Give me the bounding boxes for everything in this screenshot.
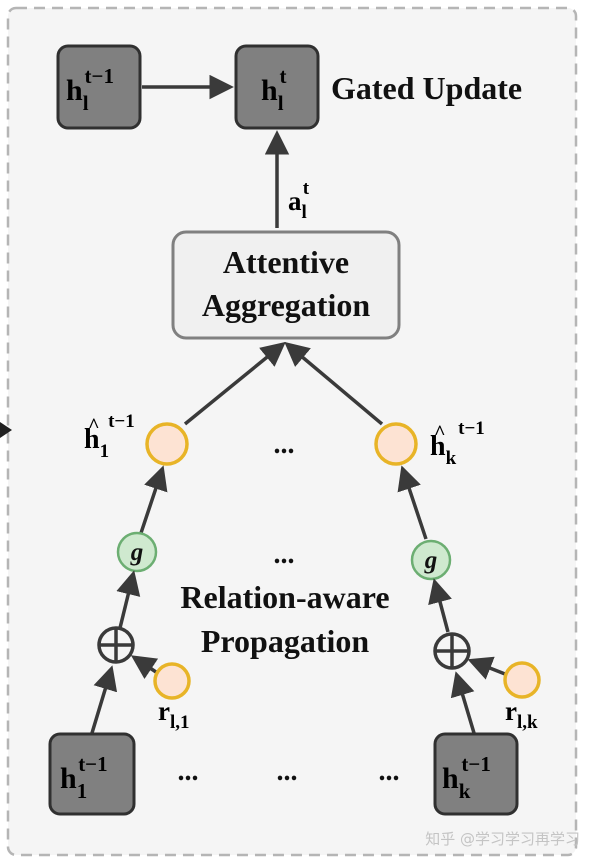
svg-text:h1t−1: h1 t−1 (60, 752, 108, 803)
state-h-symbol: h (261, 74, 278, 107)
relation-label-line2: Propagation (201, 623, 370, 659)
svg-text:rl,k: rl,k (505, 696, 538, 733)
attentive-aggregation-box (171, 230, 401, 340)
arrow-plus1-to-gate1 (116, 570, 141, 629)
state-hk-sub: k (459, 779, 471, 803)
attention-output-sub: l (302, 202, 307, 223)
gate-1-symbol: g (130, 539, 144, 566)
attentive-label-line1: Attentive (223, 244, 349, 280)
hat-hk-accent: ^ (434, 422, 446, 444)
hat-h1-sup: t−1 (108, 411, 135, 432)
state-hk-sup: t−1 (461, 752, 490, 776)
hat-h1-accent: ^ (88, 415, 100, 437)
attention-output-sup: t (303, 178, 310, 199)
relation-node-r1 (153, 662, 191, 700)
incoming-arrow (0, 422, 12, 438)
relation-r1-sub: l,1 (170, 712, 190, 733)
relation-rk-symbol: r (505, 696, 517, 726)
hat-hk-sub: k (446, 448, 457, 469)
relation-r1-symbol: r (158, 696, 170, 726)
hat-hk-sup: t−1 (458, 418, 485, 439)
state-sub: l (83, 91, 89, 115)
svg-text:hlt−1: hl t−1 (66, 64, 114, 115)
arrow-nodek-to-attention (284, 341, 384, 426)
state-box-hk-prev (433, 732, 519, 816)
arrow-gatek-to-nodek (397, 465, 428, 540)
arrow-node1-to-attention (183, 341, 286, 426)
hat-h1-symbol: h (84, 424, 100, 455)
compose-operator-1 (97, 626, 135, 664)
state-hk-symbol: h (442, 762, 459, 795)
relation-label-line1: Relation-aware (180, 579, 389, 615)
svg-text:h1t−1: h1 t−1 (84, 411, 135, 462)
relation-rk-sub: l,k (517, 712, 538, 733)
svg-text:hkt−1: hkt−1 (430, 418, 485, 469)
state-box-h1-prev (48, 732, 136, 816)
watermark: 知乎 @学习学习再学习 (425, 830, 580, 848)
svg-text:rl,1: rl,1 (158, 696, 190, 733)
attention-output-symbol: a (288, 186, 302, 216)
arrow-rk-to-plusk (467, 656, 506, 680)
state-h1-symbol: h (60, 762, 77, 795)
state-box-hl-cur (234, 44, 320, 130)
state-sup: t−1 (85, 64, 114, 88)
ellipsis-gates: ... (274, 539, 295, 570)
propagated-node-k (374, 422, 418, 466)
svg-text:alt: alt (288, 178, 310, 223)
arrow-gate1-to-node1 (139, 465, 168, 534)
state-sup: t (280, 64, 287, 88)
ellipsis-nodes: ... (274, 429, 295, 460)
state-box-hl-prev (56, 44, 142, 130)
gated-update-label: Gated Update (331, 70, 522, 106)
svg-text:hkt−1: hk t−1 (442, 752, 491, 803)
arrow-h1-to-plus1 (90, 665, 118, 734)
ellipsis-bottom-2: ... (277, 756, 298, 787)
state-h1-sub: 1 (77, 779, 88, 803)
arrow-hk-to-plusk (450, 671, 476, 734)
attentive-label-line2: Aggregation (202, 287, 370, 323)
propagated-node-1 (145, 422, 189, 466)
hat-h1-sub: 1 (100, 441, 110, 462)
module-frame (6, 6, 578, 857)
ellipsis-bottom-1: ... (178, 756, 199, 787)
relation-node-rk (503, 661, 541, 699)
svg-text:hlt: hlt (261, 64, 287, 115)
ellipsis-bottom-3: ... (379, 756, 400, 787)
arrow-r1-to-plus1 (130, 655, 159, 680)
compose-operator-k (433, 632, 471, 670)
state-h1-sup: t−1 (78, 752, 107, 776)
gate-k-symbol: g (424, 547, 438, 574)
hat-hk-symbol: h (430, 431, 446, 462)
arrow-plusk-to-gatek (428, 578, 452, 633)
state-sub: l (278, 91, 284, 115)
state-h-symbol: h (66, 74, 83, 107)
